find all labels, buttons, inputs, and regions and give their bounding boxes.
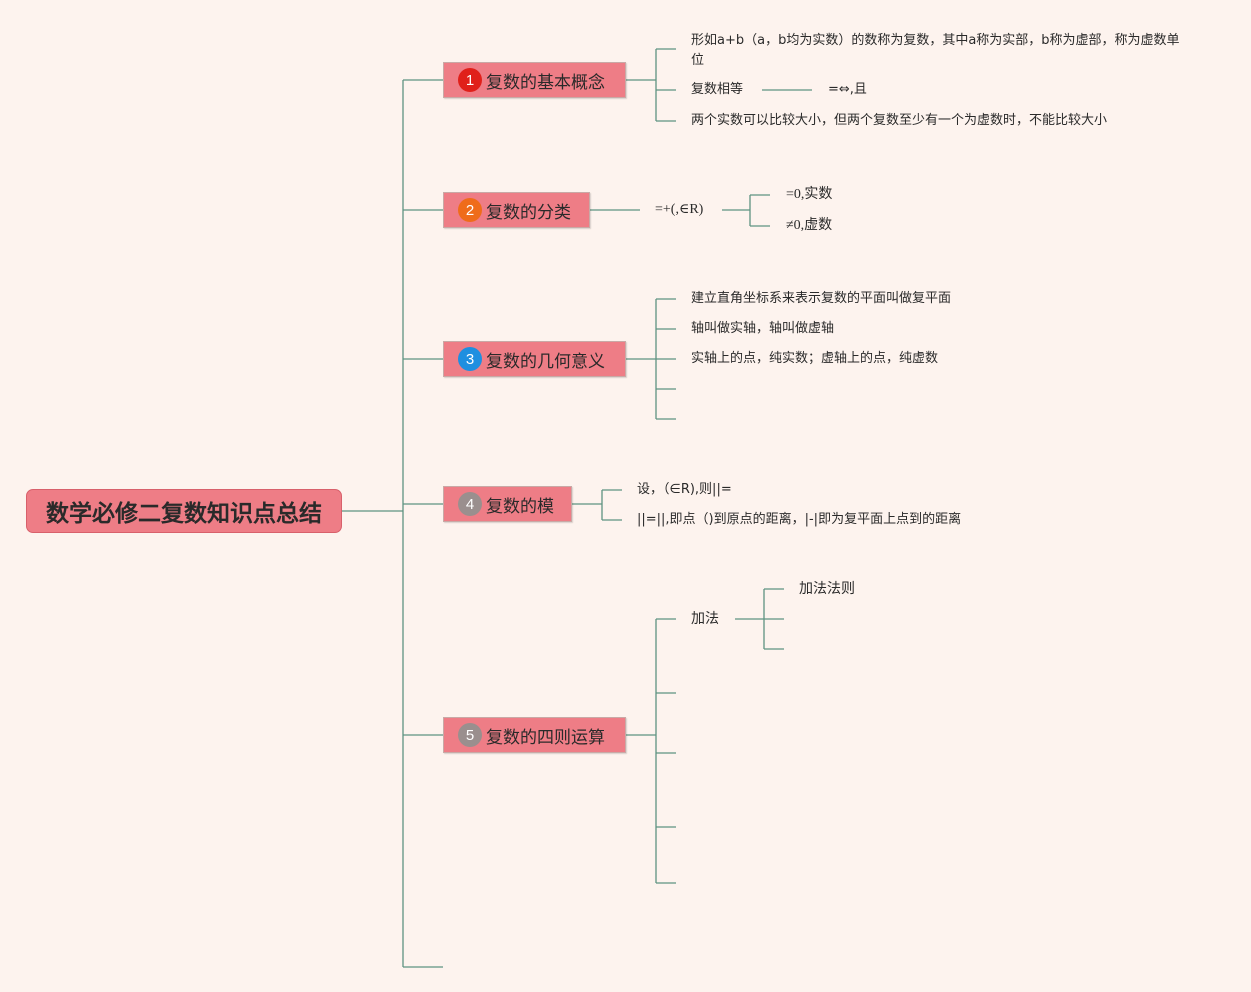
- leaf-classification-formula[interactable]: =+(,∈R): [655, 202, 704, 217]
- topic3-bracket: [626, 298, 676, 420]
- topic-classification[interactable]: 2 复数的分类: [443, 192, 590, 228]
- leaf-modulus-definition[interactable]: 设，（∈R),则||=: [637, 482, 732, 497]
- topic1-bracket: [626, 48, 676, 122]
- leaf-real-case[interactable]: =0,实数: [786, 187, 833, 202]
- topic-title: 复数的分类: [486, 202, 571, 223]
- number-badge-icon: 3: [458, 347, 482, 371]
- number-badge-icon: 4: [458, 492, 482, 516]
- topic4-bracket: [572, 489, 622, 521]
- leaf-complex-plane[interactable]: 建立直角坐标系来表示复数的平面叫做复平面: [691, 291, 952, 306]
- root-title: 数学必修二复数知识点总结: [46, 501, 322, 527]
- topic-basic-concept[interactable]: 1 复数的基本概念: [443, 62, 626, 98]
- topic-title: 复数的模: [486, 496, 554, 517]
- root-node[interactable]: 数学必修二复数知识点总结: [26, 489, 342, 533]
- leaf-axes[interactable]: 轴叫做实轴，轴叫做虚轴: [691, 321, 835, 336]
- leaf-equality-condition[interactable]: =⇔,且: [828, 82, 867, 97]
- number-badge-icon: 2: [458, 198, 482, 222]
- topic-title: 复数的四则运算: [486, 727, 605, 748]
- number-badge-icon: 1: [458, 68, 482, 92]
- leaf-imaginary-case[interactable]: ≠0,虚数: [786, 218, 833, 233]
- leaf-addition-rule[interactable]: 加法法则: [799, 581, 855, 597]
- topic-title: 复数的基本概念: [486, 72, 605, 93]
- leaf-modulus-distance[interactable]: ||=||,即点（)到原点的距离，|-|即为复平面上点到的距离: [637, 512, 962, 527]
- leaf-comparison[interactable]: 两个实数可以比较大小，但两个复数至少有一个为虚数时，不能比较大小: [691, 113, 1108, 128]
- topic-four-operations[interactable]: 5 复数的四则运算: [443, 717, 626, 753]
- leaf-equality[interactable]: 复数相等: [691, 82, 744, 97]
- number-badge-icon: 5: [458, 723, 482, 747]
- topic-title: 复数的几何意义: [486, 351, 605, 372]
- leaf-axis-points[interactable]: 实轴上的点，纯实数；虚轴上的点，纯虚数: [691, 351, 939, 366]
- topic-geometric-meaning[interactable]: 3 复数的几何意义: [443, 341, 626, 377]
- leaf-definition[interactable]: 形如a+b（a，b均为实数）的数称为复数，其中a称为实部，b称为虚部，称为虚数单…: [691, 33, 1180, 68]
- topic-modulus[interactable]: 4 复数的模: [443, 486, 572, 522]
- leaf-addition[interactable]: 加法: [691, 611, 719, 627]
- topic5-bracket: [626, 618, 676, 884]
